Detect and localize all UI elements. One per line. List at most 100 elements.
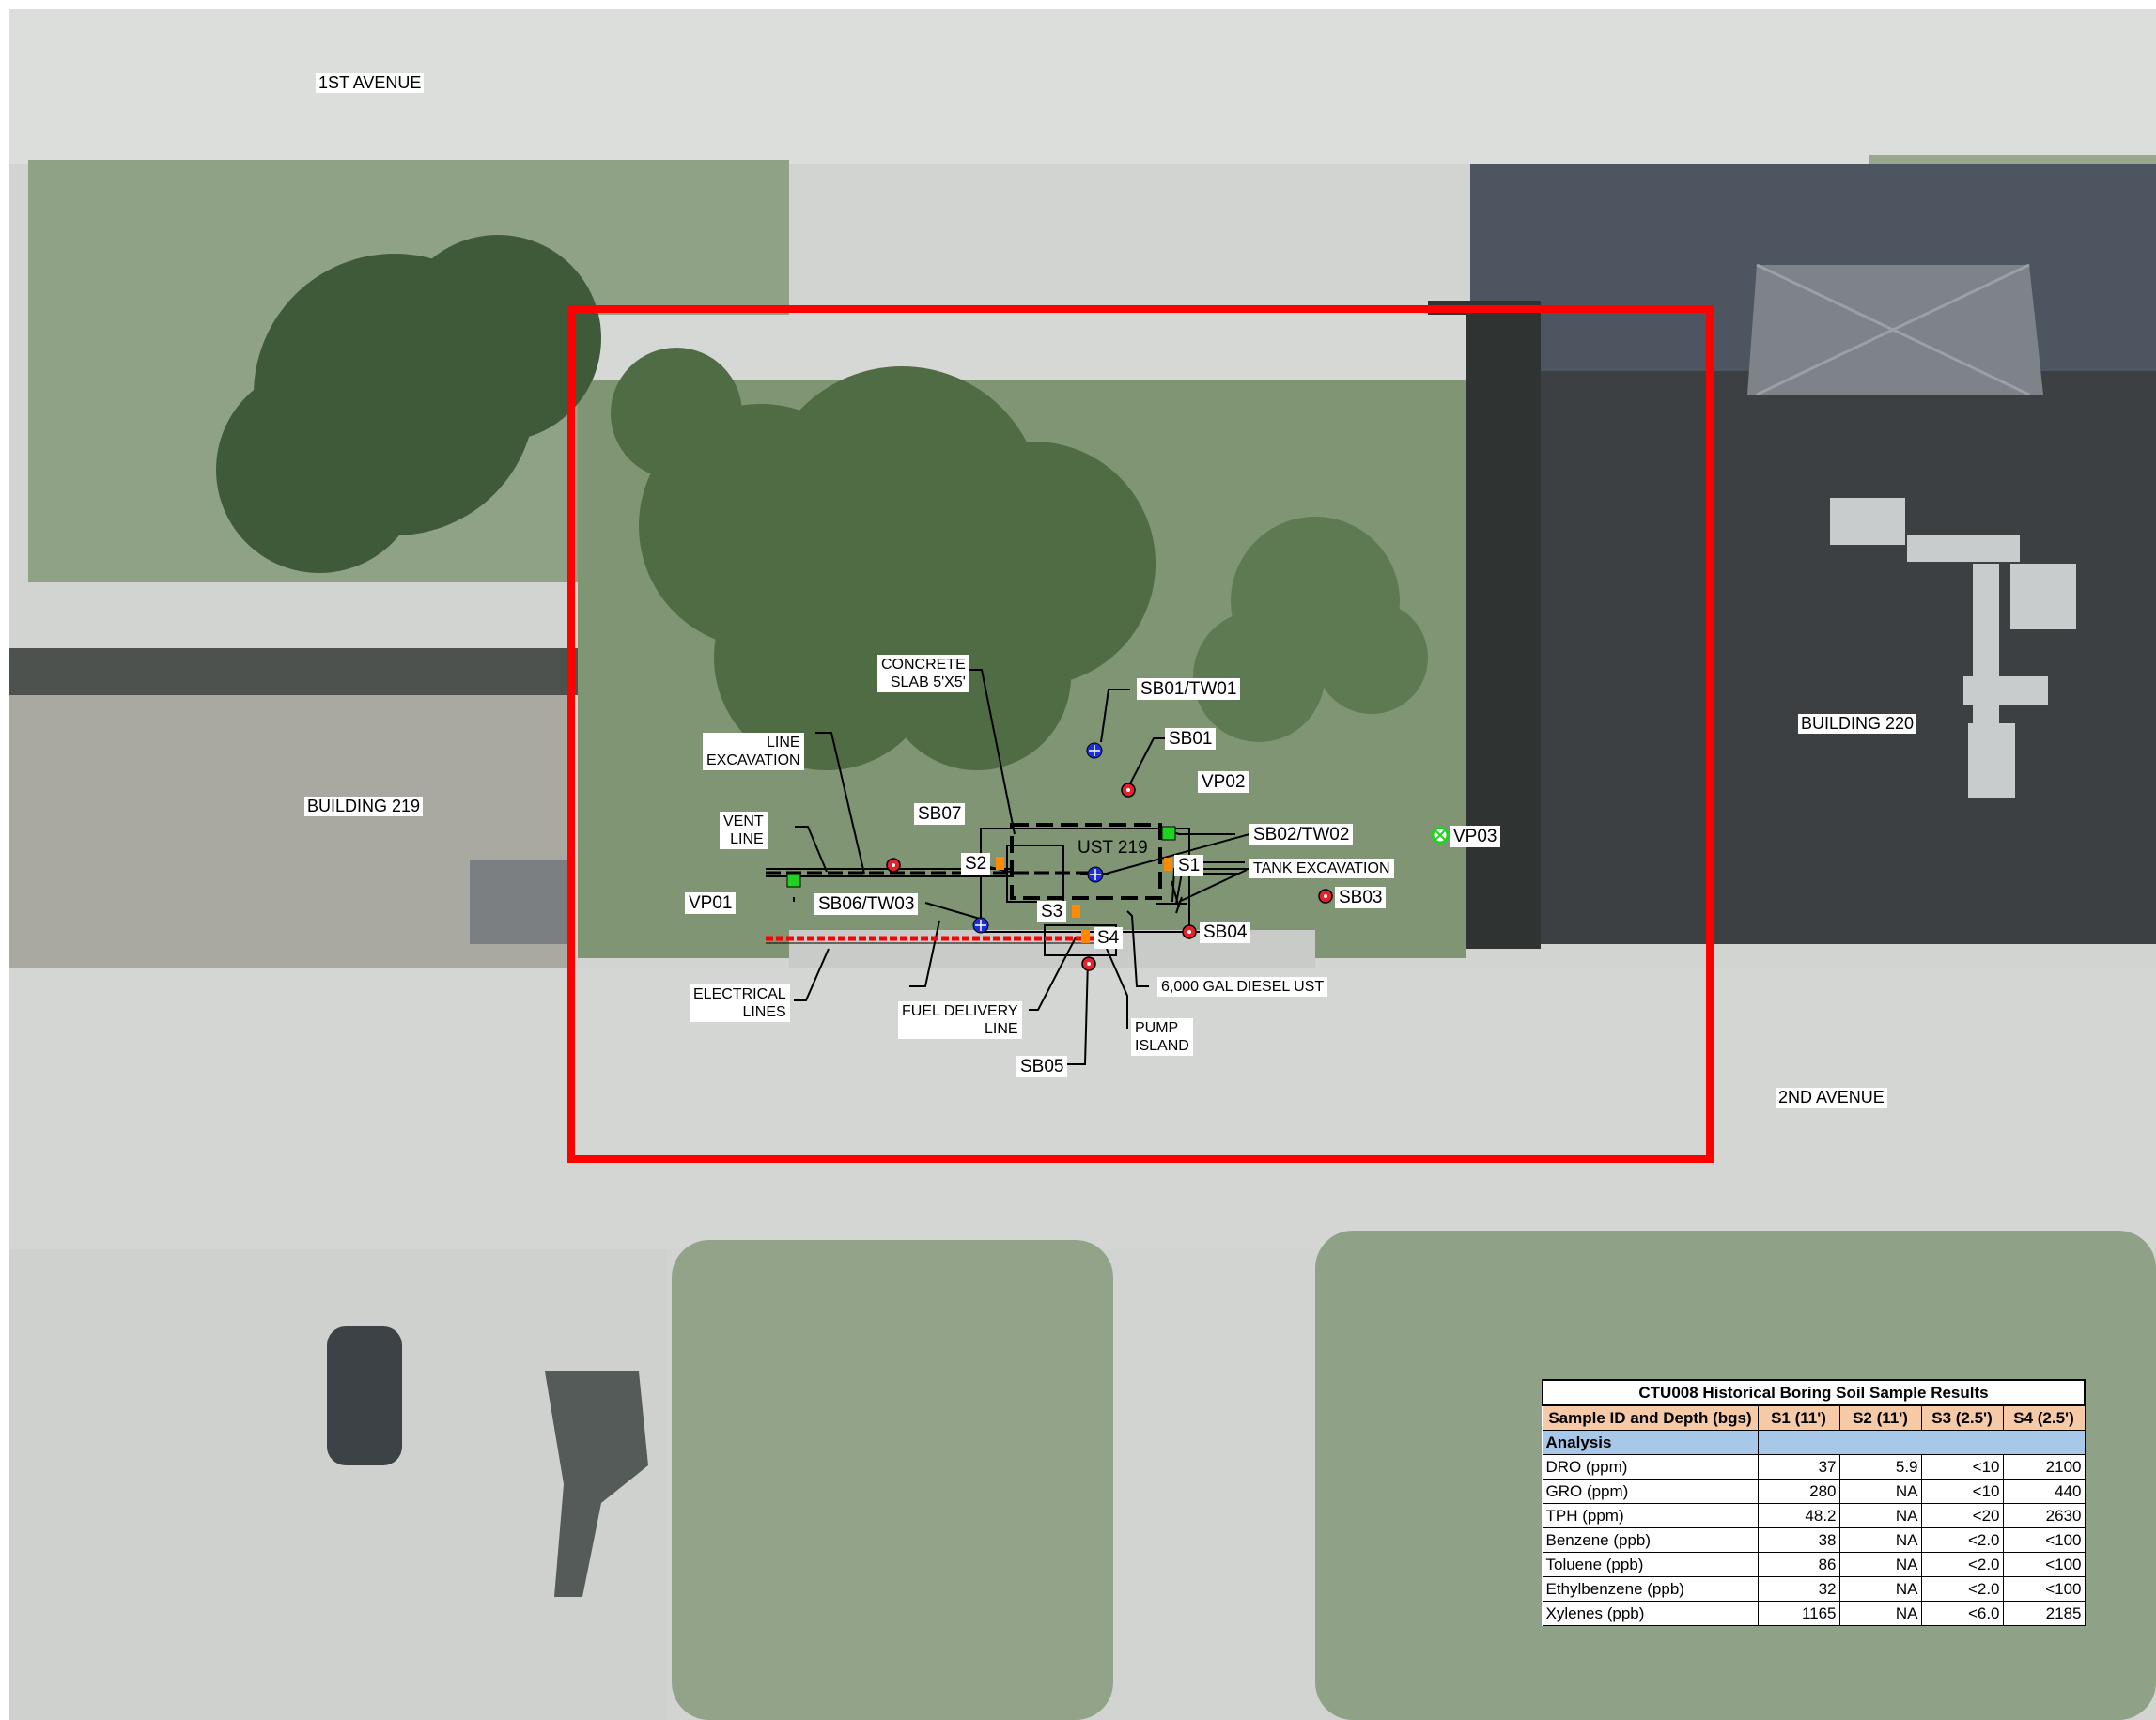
label-vp03: VP03 (1450, 826, 1501, 847)
row-s2-value: NA (1838, 1601, 1922, 1626)
row-analyte: Xylenes (ppb) (1542, 1601, 1759, 1626)
row-s4-value: 2185 (2002, 1601, 2086, 1626)
building-219-vent-box (470, 860, 573, 944)
row-s1-value: 48.2 (1757, 1503, 1840, 1528)
vp02-marker (1161, 826, 1176, 841)
row-analyte: TPH (ppm) (1542, 1503, 1759, 1528)
row-s4-value: <100 (2002, 1576, 2086, 1602)
label-first-avenue: 1ST AVENUE (316, 73, 425, 93)
label-s3: S3 (1037, 901, 1067, 922)
table-row: TPH (ppm) 48.2 NA <20 2630 (1542, 1503, 2086, 1528)
label-s1: S1 (1174, 855, 1204, 876)
row-analyte: DRO (ppm) (1542, 1454, 1759, 1480)
vp01-marker (786, 873, 801, 888)
row-s1-value: 37 (1757, 1454, 1840, 1480)
well-crosses (975, 745, 1101, 931)
row-s1-value: 280 (1757, 1479, 1840, 1504)
label-sb05: SB05 (1016, 1056, 1068, 1077)
label-sb04: SB04 (1200, 922, 1251, 943)
tree-northwest (216, 235, 601, 573)
row-s2-value: NA (1838, 1479, 1922, 1504)
row-s4-value: 2630 (2002, 1503, 2086, 1528)
row-s2-value: NA (1838, 1552, 1922, 1577)
label-vp01: VP01 (685, 892, 737, 914)
row-s1-value: 1165 (1757, 1601, 1840, 1626)
roof-equipment (1830, 498, 2076, 798)
label-ust-219: UST 219 (1078, 838, 1148, 858)
s4-marker (1081, 930, 1090, 943)
lawn-south-center (672, 1240, 1113, 1720)
label-fuel-delivery-line2: LINE (985, 1021, 1018, 1037)
header-s3: S3 (2.5') (1920, 1404, 2004, 1431)
label-sb07: SB07 (914, 803, 966, 825)
header-sample-id: Sample ID and Depth (bgs) (1542, 1404, 1759, 1431)
row-s3-value: <10 (1920, 1479, 2004, 1504)
label-s2: S2 (961, 853, 991, 875)
row-s3-value: <6.0 (1920, 1601, 2004, 1626)
site-strip-pavement (578, 315, 1466, 380)
hip-ridge-2 (1756, 263, 2030, 396)
building-219-shadow (9, 648, 587, 695)
row-s3-value: <10 (1920, 1454, 2004, 1480)
section-analysis: Analysis (1542, 1430, 1759, 1455)
header-s2: S2 (11') (1838, 1404, 1922, 1431)
row-s2-value: NA (1838, 1576, 1922, 1602)
s1-marker (1164, 858, 1172, 871)
label-diesel-ust: 6,000 GAL DIESEL UST (1157, 977, 1328, 997)
label-vp02: VP02 (1198, 771, 1249, 793)
label-electrical-lines: ELECTRICAL LINES (690, 984, 790, 1022)
parked-car (327, 1326, 402, 1465)
row-s2-value: 5.9 (1838, 1454, 1922, 1480)
road-second-avenue (9, 968, 2156, 1249)
tree-canopy (611, 348, 1156, 770)
sample-points (996, 857, 1172, 943)
table-row: GRO (ppm) 280 NA <10 440 (1542, 1479, 2086, 1504)
row-s4-value: <100 (2002, 1527, 2086, 1553)
label-line-excavation-line1: LINE (767, 735, 800, 751)
row-s4-value: 2100 (2002, 1454, 2086, 1480)
table-header-row: Sample ID and Depth (bgs) S1 (11') S2 (1… (1542, 1404, 2086, 1431)
row-s1-value: 38 (1757, 1527, 1840, 1553)
tank-excavation-outline (1010, 823, 1162, 900)
label-concrete-slab-line1: CONCRETE (881, 657, 966, 673)
site-boundary (567, 305, 1714, 1163)
row-s3-value: <2.0 (1920, 1552, 2004, 1577)
header-s4: S4 (2.5') (2002, 1404, 2086, 1431)
table-title: CTU008 Historical Boring Soil Sample Res… (1542, 1379, 2086, 1406)
table-row: DRO (ppm) 37 5.9 <10 2100 (1542, 1454, 2086, 1480)
label-tank-excavation: TANK EXCAVATION (1249, 859, 1394, 878)
tree-canopy-2 (1193, 517, 1428, 742)
table-title-row: CTU008 Historical Boring Soil Sample Res… (1542, 1379, 2086, 1406)
row-analyte: GRO (ppm) (1542, 1479, 1759, 1504)
label-sb01-tw01: SB01/TW01 (1137, 678, 1241, 700)
row-s4-value: <100 (2002, 1552, 2086, 1577)
table-row: Ethylbenzene (ppb) 32 NA <2.0 <100 (1542, 1576, 2086, 1602)
section-fill (1757, 1430, 2086, 1455)
parking-lot (9, 1249, 667, 1720)
row-analyte: Ethylbenzene (ppb) (1542, 1576, 1759, 1602)
label-sb03: SB03 (1335, 887, 1387, 908)
row-analyte: Toluene (ppb) (1542, 1552, 1759, 1577)
table-row: Xylenes (ppb) 1165 NA <6.0 2185 (1542, 1601, 2086, 1626)
boring-centers (892, 788, 1327, 966)
vapor-points (786, 826, 1450, 888)
label-sb02-tw02: SB02/TW02 (1249, 824, 1354, 845)
label-sb01: SB01 (1165, 728, 1217, 750)
table-row: Benzene (ppb) 38 NA <2.0 <100 (1542, 1527, 2086, 1553)
row-analyte: Benzene (ppb) (1542, 1527, 1759, 1553)
label-concrete-slab: CONCRETE SLAB 5'X5' (877, 655, 969, 692)
table-row: Toluene (ppb) 86 NA <2.0 <100 (1542, 1552, 2086, 1577)
header-s1: S1 (11') (1757, 1404, 1840, 1431)
row-s3-value: <20 (1920, 1503, 2004, 1528)
label-fuel-delivery-line: FUEL DELIVERY LINE (898, 1001, 1022, 1039)
row-s3-value: <2.0 (1920, 1576, 2004, 1602)
row-s2-value: NA (1838, 1503, 1922, 1528)
label-electrical-lines-line2: LINES (742, 1004, 786, 1020)
label-line-excavation-line2: EXCAVATION (706, 752, 800, 768)
row-s3-value: <2.0 (1920, 1527, 2004, 1553)
label-line-excavation: LINE EXCAVATION (703, 733, 804, 770)
s2-marker (996, 857, 1004, 870)
soil-results-table: CTU008 Historical Boring Soil Sample Res… (1542, 1379, 2086, 1626)
label-electrical-lines-line1: ELECTRICAL (693, 986, 786, 1002)
